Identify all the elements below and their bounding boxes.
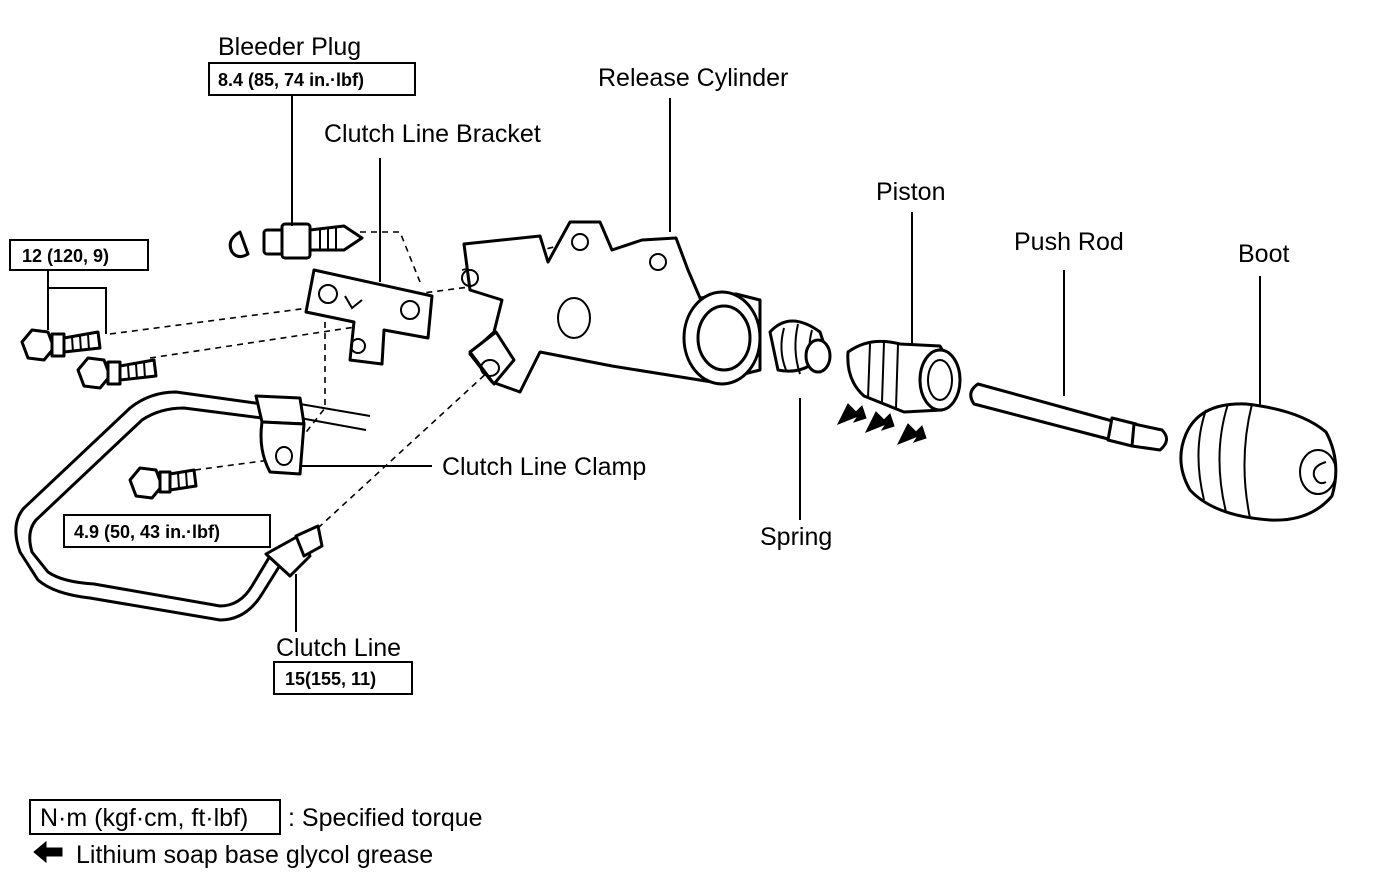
release-cylinder-label: Release Cylinder xyxy=(598,64,788,92)
legend-grease-desc: Lithium soap base glycol grease xyxy=(76,841,433,869)
push-rod-part xyxy=(969,382,1168,452)
legend: N·m (kgf·cm, ft·lbf) : Specified torque … xyxy=(29,799,483,869)
leader-lines xyxy=(47,96,1261,632)
torque-box-clamp-bolt: 4.9 (50, 43 in.·lbf) xyxy=(63,514,271,548)
release-cylinder-part xyxy=(461,220,762,394)
torque-clamp-bolt: 4.9 (50, 43 in.·lbf) xyxy=(74,522,220,542)
spring-label: Spring xyxy=(760,523,832,551)
grease-arrow-icon xyxy=(33,840,63,864)
piston-part xyxy=(846,339,962,414)
push-rod-label: Push Rod xyxy=(1014,228,1124,256)
boot-part xyxy=(1179,402,1338,522)
torque-box-bracket-bolts: 12 (120, 9) xyxy=(9,239,149,271)
clutch-line-part xyxy=(14,390,371,622)
torque-box-clutch-line: 15(155, 11) xyxy=(273,661,413,695)
legend-torque-desc: : Specified torque xyxy=(288,804,483,832)
bleeder-plug-label: Bleeder Plug xyxy=(218,33,361,61)
legend-torque-units: N·m (kgf·cm, ft·lbf) xyxy=(40,804,248,832)
clutch-line-bracket-label: Clutch Line Bracket xyxy=(324,120,541,148)
torque-box-bleeder-plug: 8.4 (85, 74 in.·lbf) xyxy=(208,62,416,96)
boot-label: Boot xyxy=(1238,240,1289,268)
clutch-line-clamp-part xyxy=(254,394,306,476)
clutch-line-clamp-label: Clutch Line Clamp xyxy=(442,453,646,481)
clutch-line-label: Clutch Line xyxy=(276,634,401,662)
torque-clutch-line: 15(155, 11) xyxy=(285,669,376,689)
spring-part xyxy=(768,319,832,375)
bracket-bolt-2 xyxy=(76,356,158,390)
torque-bracket-bolts: 12 (120, 9) xyxy=(22,246,109,266)
clamp-bolt-part xyxy=(128,466,198,500)
bleeder-plug-part xyxy=(228,222,364,260)
torque-bleeder-plug: 8.4 (85, 74 in.·lbf) xyxy=(218,70,364,90)
piston-label: Piston xyxy=(876,178,945,206)
grease-arrows xyxy=(836,403,927,445)
clutch-line-bracket-part xyxy=(304,268,434,366)
bracket-bolt-1 xyxy=(20,328,102,362)
